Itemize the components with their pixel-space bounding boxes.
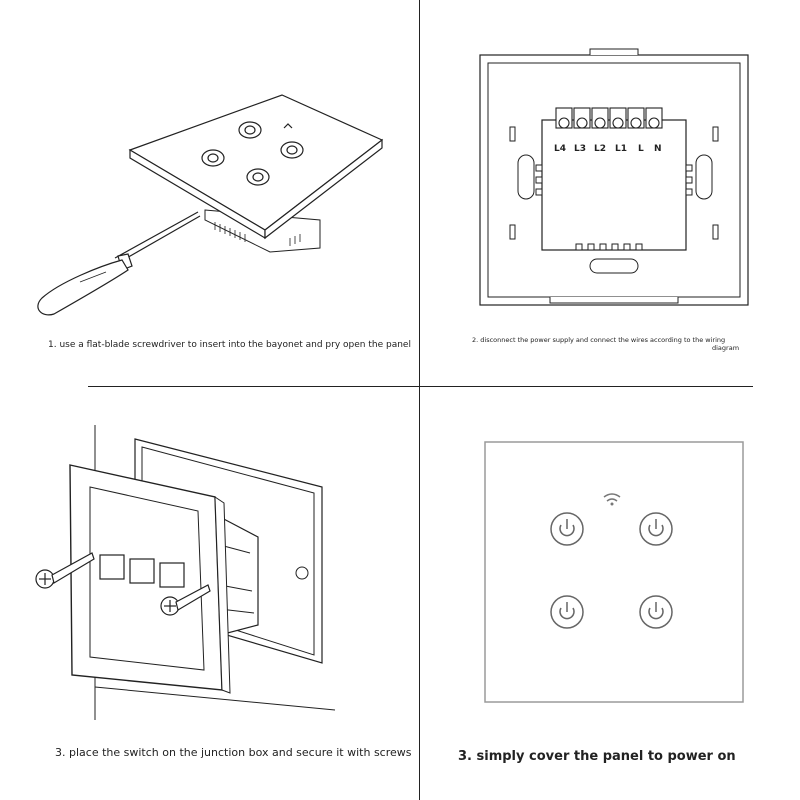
terminal-body	[541, 119, 687, 251]
wifi-icon	[603, 493, 621, 506]
step-1-illustration	[20, 70, 410, 340]
step-2-caption-line-1: 2. disconnect the power supply and conne…	[472, 336, 726, 344]
screw-icon	[160, 584, 211, 616]
wifi-icon	[283, 123, 293, 129]
terminal-label-l2: L2	[594, 144, 606, 154]
screw-icon	[35, 552, 95, 589]
step-3-illustration	[10, 425, 340, 720]
terminal-label-l3: L3	[574, 144, 586, 154]
step-4-caption: 3. simply cover the panel to power on	[458, 749, 736, 764]
terminal-label-l1: L1	[615, 144, 627, 154]
step-1-caption: 1. use a flat-blade screwdriver to inser…	[48, 340, 411, 350]
terminal-label-l4: L4	[554, 144, 566, 154]
step-2-illustration: L4 L3 L2 L1 L N	[470, 45, 760, 315]
power-icon	[550, 512, 584, 546]
finished-panel	[484, 441, 744, 703]
vertical-divider	[419, 0, 420, 800]
power-icon	[201, 121, 304, 186]
horizontal-divider	[88, 386, 753, 387]
screwdriver-icon	[37, 211, 201, 316]
terminal-label-l: L	[638, 144, 644, 154]
step-2-caption-line-2: diagram	[712, 344, 740, 352]
step-3-caption: 3. place the switch on the junction box …	[55, 746, 412, 759]
switch-panel-top	[128, 94, 384, 231]
power-icon	[639, 595, 673, 629]
step-4-illustration	[484, 441, 744, 703]
terminal-label-n: N	[654, 144, 662, 154]
power-icon	[550, 595, 584, 629]
power-icon	[639, 512, 673, 546]
